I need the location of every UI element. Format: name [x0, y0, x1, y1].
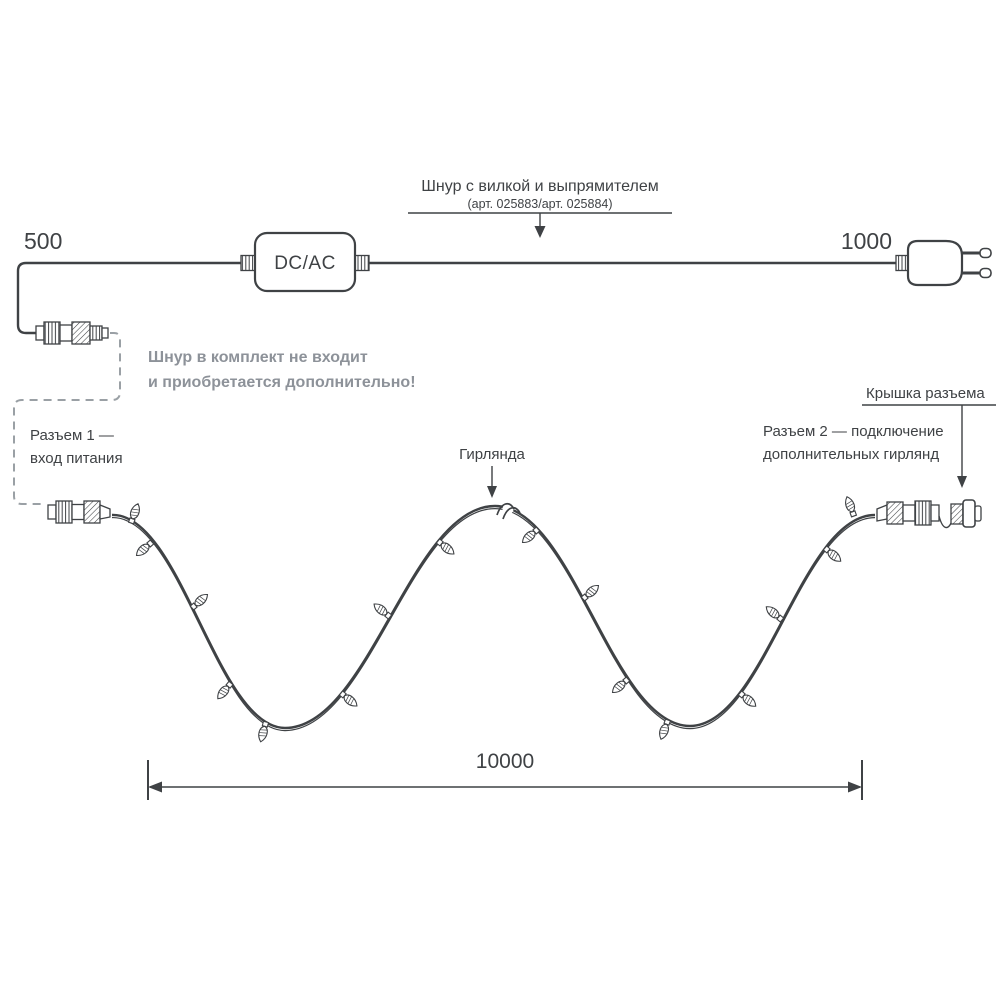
cord-left-segment: [16, 261, 241, 335]
connector-2-callout: Разъем 2 — подключение дополнительных ги…: [763, 423, 944, 463]
note-line-1: Шнур в комплект не входит: [148, 349, 368, 366]
cord-connector-icon: [35, 321, 109, 345]
garland-lamp-icon: [126, 501, 143, 525]
garland-lamp-icon: [763, 603, 786, 624]
cord-callout: Шнур с вилкой и выпрямителем (арт. 02588…: [408, 178, 672, 238]
converter-box: [253, 231, 357, 293]
garland-arrowhead: [487, 486, 497, 498]
garland-dimension: 10000: [147, 750, 863, 800]
connector-2-label-line2: дополнительных гирлянд: [763, 446, 939, 463]
connector-2-icon: [876, 500, 940, 526]
cord-callout-art: (арт. 025883/арт. 025884): [467, 197, 612, 211]
garland-lamp-icon: [188, 590, 211, 612]
converter-label: DC/AC: [274, 253, 336, 274]
dimension-500: 500: [24, 228, 62, 254]
cap-label: Крышка разъема: [866, 385, 985, 402]
connector-1-icon: [47, 500, 111, 524]
cap-callout: Крышка разъема: [862, 385, 996, 488]
connector-2-label-line1: Разъем 2 — подключение: [763, 423, 944, 440]
garland-lamp-icon: [434, 537, 458, 558]
dimension-arrow-left: [148, 781, 162, 793]
power-plug-icon: [895, 239, 992, 287]
garland-wire: [111, 504, 876, 732]
garland-lamp-icon: [821, 544, 844, 565]
note-line-2: и приобретается дополнительно!: [148, 374, 416, 391]
connector-1-label-line2: вход питания: [30, 450, 123, 467]
garland-lamp-icon: [519, 525, 542, 547]
garland-lamp-icon: [842, 494, 859, 518]
garland-lamp-icon: [370, 600, 394, 621]
power-cord-assembly: [16, 261, 898, 335]
garland-lamp-icon: [656, 718, 673, 742]
garland-lamp-icon: [133, 538, 156, 560]
garland-lamp-icon: [256, 720, 271, 744]
dimension-1000: 1000: [841, 228, 892, 254]
converter-left-ferrule: [240, 254, 256, 272]
garland-lamp-icon: [736, 689, 759, 710]
not-included-note: Шнур в комплект не входит и приобретаетс…: [148, 349, 416, 391]
garland-label: Гирлянда: [459, 446, 525, 463]
dashed-connection-route: [13, 332, 121, 505]
dimension-arrow-right: [848, 781, 862, 793]
connector-1-label-line1: Разъем 1 —: [30, 427, 114, 444]
garland-lamp-icon: [214, 679, 235, 702]
garland-callout: Гирлянда: [459, 446, 526, 498]
wire-break-mark: [496, 502, 521, 520]
garland-lamp-icon: [337, 689, 361, 710]
garland-lamp-icon: [609, 675, 632, 697]
cord-callout-title: Шнур с вилкой и выпрямителем: [421, 178, 658, 195]
converter-right-ferrule: [354, 254, 370, 272]
cap-arrowhead: [957, 476, 967, 488]
connector-1-callout: Разъем 1 — вход питания: [30, 427, 123, 467]
garland-lamp-icon: [579, 581, 602, 603]
garland-lamps: [126, 494, 859, 744]
dimension-10000: 10000: [476, 750, 534, 773]
dcac-converter: DC/AC: [240, 231, 370, 293]
cord-callout-arrowhead: [534, 226, 546, 238]
connector-cap-icon: [938, 499, 982, 529]
